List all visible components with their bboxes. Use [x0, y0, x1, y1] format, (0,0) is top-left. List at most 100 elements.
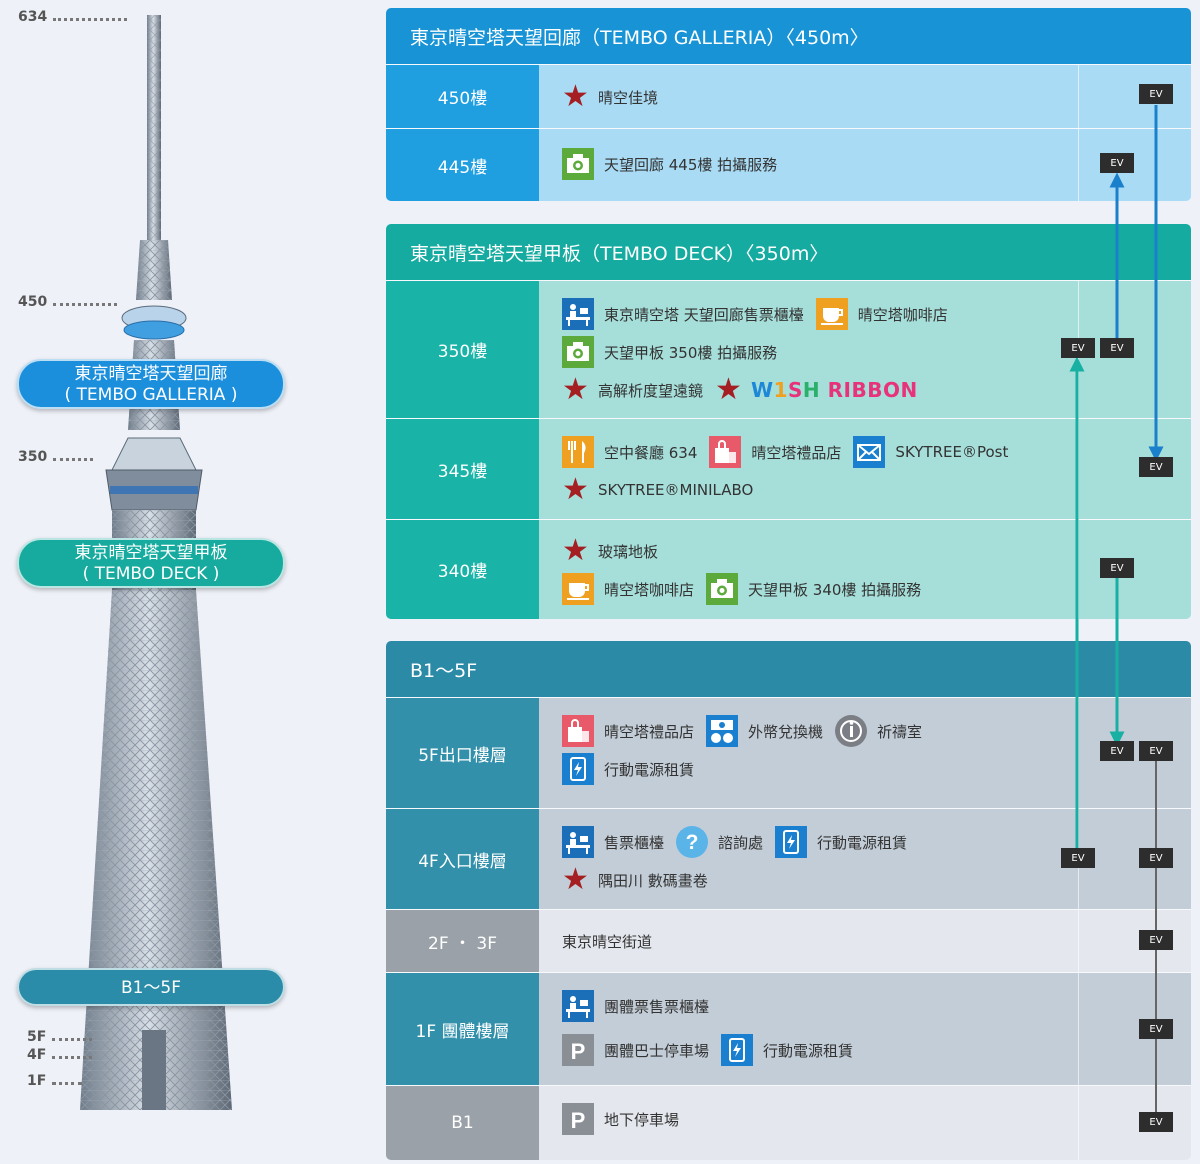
- restaurant-icon: [562, 436, 594, 468]
- deck-pill-title: 東京晴空塔天望甲板: [74, 543, 228, 563]
- power-bank-icon: [775, 826, 808, 858]
- galleria-header: 東京晴空塔天望回廊（TEMBO GALLERIA）〈450m〉: [386, 8, 1191, 64]
- facility-item[interactable]: 天望回廊 445樓 拍攝服務: [562, 148, 777, 180]
- floor-content: 東京晴空街道: [539, 910, 1191, 972]
- shop-icon: [562, 715, 594, 747]
- power-bank-icon: [721, 1034, 754, 1066]
- facility-item[interactable]: 售票櫃檯: [562, 826, 664, 858]
- floor-label: 350樓: [386, 281, 539, 418]
- elevator-icon[interactable]: EV: [1100, 558, 1134, 578]
- star-icon: ★: [562, 862, 589, 897]
- mail-icon: [853, 436, 886, 468]
- floor-b1: B1 P 地下停車場: [386, 1085, 1191, 1160]
- facility-item[interactable]: 晴空塔咖啡店: [562, 573, 694, 605]
- floor-content: 空中餐廳 634 晴空塔禮品店 SKYTREE®Post ★SKYTREE®MI…: [539, 419, 1191, 519]
- floor-340: 340樓 ★玻璃地板 晴空塔咖啡店 天望甲板 340樓 拍攝服務: [386, 519, 1191, 619]
- floor-content: P 地下停車場: [539, 1086, 1191, 1160]
- tower-panel: 634 450 350 5F 4F 1F 東京晴空塔天望回廊 ( TEMBO G…: [0, 0, 300, 1164]
- facility-item[interactable]: ★隅田川 數碼畫卷: [562, 862, 708, 897]
- base-header: B1～5F: [386, 641, 1191, 697]
- floor-label: 345樓: [386, 419, 539, 519]
- elevator-icon[interactable]: EV: [1139, 457, 1173, 477]
- floor-label: 4F入口樓層: [386, 809, 539, 909]
- floor-345: 345樓 空中餐廳 634 晴空塔禮品店 SKYTREE®Post ★SKYTR…: [386, 418, 1191, 519]
- floor-content: ★玻璃地板 晴空塔咖啡店 天望甲板 340樓 拍攝服務: [539, 520, 1191, 619]
- facility-item[interactable]: 團體票售票櫃檯: [562, 990, 709, 1022]
- galleria-pill[interactable]: 東京晴空塔天望回廊 ( TEMBO GALLERIA ): [17, 359, 285, 409]
- elevator-icon[interactable]: EV: [1061, 848, 1095, 868]
- star-icon: ★: [562, 472, 589, 507]
- ticket-counter-icon: [562, 298, 594, 330]
- svg-text:?: ?: [686, 831, 699, 854]
- facility-item[interactable]: 行動電源租賃: [775, 826, 907, 858]
- floor-1f: 1F 團體樓層 團體票售票櫃檯 P 團體巴士停車場 行動電源租賃: [386, 972, 1191, 1085]
- elevator-icon[interactable]: EV: [1139, 1112, 1173, 1132]
- facility-item[interactable]: ★SKYTREE®MINILABO: [562, 472, 754, 507]
- facility-item[interactable]: 天望甲板 350樓 拍攝服務: [562, 336, 777, 368]
- facility-item[interactable]: 祈禱室: [835, 715, 922, 747]
- floor-label: 1F 團體樓層: [386, 973, 539, 1085]
- floor-label: 450樓: [386, 65, 539, 128]
- floor-label: B1: [386, 1086, 539, 1160]
- facility-item[interactable]: ★晴空佳境: [562, 79, 659, 114]
- parking-icon: P: [562, 1103, 594, 1135]
- galleria-section: 東京晴空塔天望回廊（TEMBO GALLERIA）〈450m〉 450樓 ★晴空…: [386, 8, 1191, 201]
- cafe-icon: [815, 298, 848, 330]
- facility-item[interactable]: ★高解析度望遠鏡: [562, 372, 704, 407]
- facility-item[interactable]: 行動電源租賃: [562, 753, 694, 785]
- deck-header: 東京晴空塔天望甲板（TEMBO DECK）〈350m〉: [386, 224, 1191, 280]
- b1-pill[interactable]: B1～5F: [17, 968, 285, 1006]
- floor-content: 晴空塔禮品店 外幣兌換機 祈禱室 行動電源租賃: [539, 698, 1191, 808]
- floor-5f: 5F出口樓層 晴空塔禮品店 外幣兌換機 祈禱室 行動電: [386, 697, 1191, 808]
- elevator-icon[interactable]: EV: [1100, 153, 1134, 173]
- facility-item[interactable]: ★玻璃地板: [562, 533, 659, 568]
- altitude-450: 450: [18, 294, 118, 310]
- camera-icon: [562, 336, 594, 368]
- elevator-icon[interactable]: EV: [1100, 741, 1134, 761]
- svg-text:P: P: [571, 1039, 586, 1064]
- elevator-icon[interactable]: EV: [1139, 741, 1173, 761]
- deck-pill-subtitle: ( TEMBO DECK ): [82, 564, 220, 584]
- floor-2f-3f: 2F ・ 3F 東京晴空街道: [386, 909, 1191, 972]
- facility-item[interactable]: 行動電源租賃: [721, 1034, 853, 1066]
- elevator-icon[interactable]: EV: [1139, 930, 1173, 950]
- elevator-icon[interactable]: EV: [1139, 1019, 1173, 1039]
- floor-445: 445樓 天望回廊 445樓 拍攝服務: [386, 128, 1191, 201]
- camera-icon: [706, 573, 739, 605]
- facility-item[interactable]: 天望甲板 340樓 拍攝服務: [706, 573, 921, 605]
- facility-item[interactable]: P 地下停車場: [562, 1103, 679, 1135]
- camera-icon: [562, 148, 594, 180]
- facility-item[interactable]: ? 諮詢處: [676, 826, 763, 858]
- elevator-icon[interactable]: EV: [1139, 848, 1173, 868]
- star-icon: ★: [562, 79, 589, 114]
- facility-item[interactable]: 空中餐廳 634: [562, 436, 697, 468]
- facility-item[interactable]: 東京晴空街道: [562, 932, 653, 951]
- star-icon: ★: [562, 372, 589, 407]
- facility-item[interactable]: SKYTREE®Post: [853, 436, 1008, 468]
- floor-450: 450樓 ★晴空佳境: [386, 64, 1191, 128]
- deck-section: 東京晴空塔天望甲板（TEMBO DECK）〈350m〉 350樓 東京晴空塔 天…: [386, 224, 1191, 619]
- star-icon: ★: [715, 372, 742, 407]
- elevator-icon[interactable]: EV: [1100, 338, 1134, 358]
- floor-content: ★晴空佳境: [539, 65, 1191, 128]
- elevator-icon[interactable]: EV: [1061, 338, 1095, 358]
- deck-pill[interactable]: 東京晴空塔天望甲板 ( TEMBO DECK ): [17, 538, 285, 588]
- facility-item[interactable]: 東京晴空塔 天望回廊售票櫃檯: [562, 298, 804, 330]
- galleria-pill-title: 東京晴空塔天望回廊: [74, 364, 228, 384]
- power-bank-icon: [562, 753, 594, 785]
- facility-item[interactable]: 晴空塔禮品店: [562, 715, 694, 747]
- ticket-counter-icon: [562, 826, 594, 858]
- facility-item[interactable]: 晴空塔禮品店: [709, 436, 841, 468]
- ticket-counter-icon: [562, 990, 594, 1022]
- altitude-4f: 4F: [27, 1047, 93, 1063]
- facility-item[interactable]: P 團體巴士停車場: [562, 1034, 709, 1066]
- elevator-icon[interactable]: EV: [1139, 84, 1173, 104]
- floor-content: 團體票售票櫃檯 P 團體巴士停車場 行動電源租賃: [539, 973, 1191, 1085]
- facility-item[interactable]: ★ W1SH RIBBON: [715, 374, 918, 406]
- facility-item[interactable]: 外幣兌換機: [706, 715, 823, 747]
- cafe-icon: [562, 573, 594, 605]
- b1-pill-title: B1～5F: [120, 978, 182, 998]
- shop-icon: [709, 436, 742, 468]
- facility-item[interactable]: 晴空塔咖啡店: [815, 298, 948, 330]
- wish-ribbon-logo: W1SH RIBBON: [751, 378, 918, 402]
